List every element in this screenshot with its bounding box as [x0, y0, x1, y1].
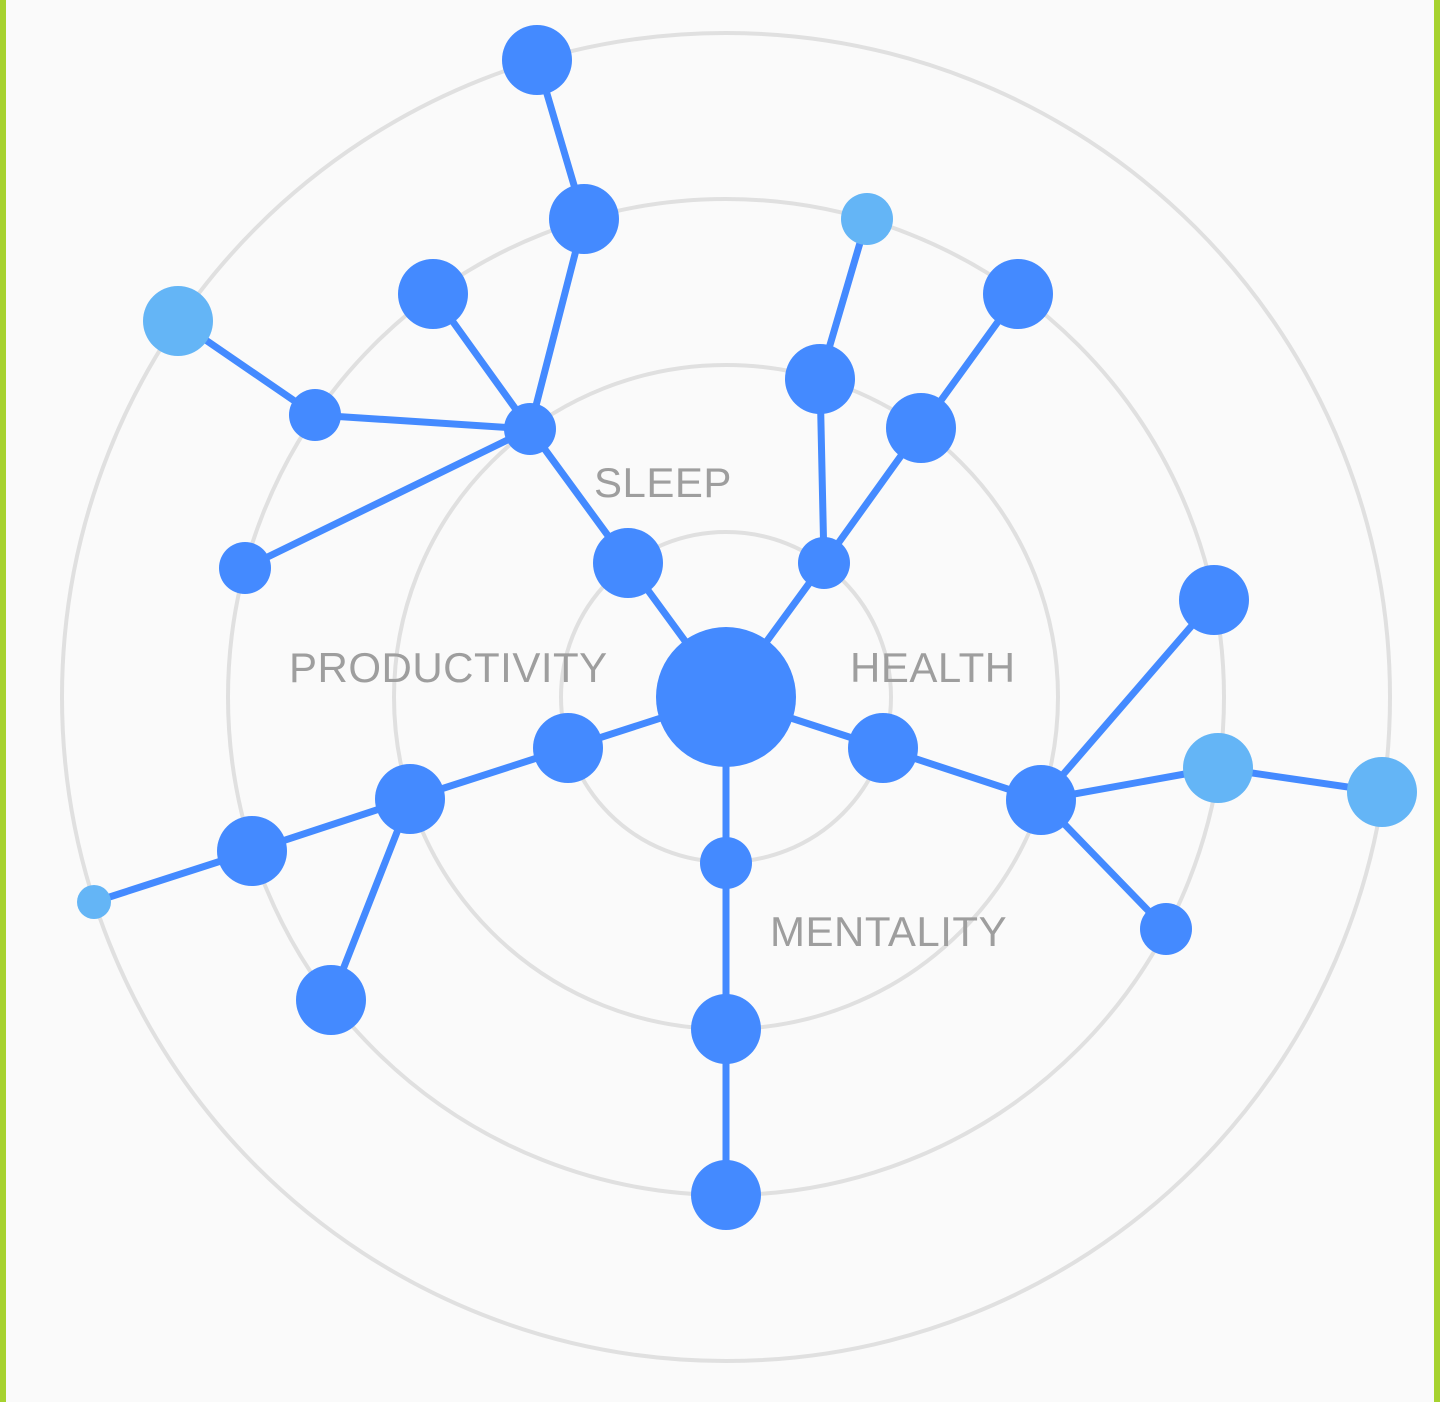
node-s5[interactable] [398, 259, 468, 329]
node-r3[interactable] [1179, 565, 1249, 635]
node-s6[interactable] [289, 389, 341, 441]
ring-4 [60, 31, 1392, 1363]
category-label-sleep: SLEEP [594, 459, 732, 506]
edge-s2-s6 [311, 411, 534, 433]
root-node[interactable] [656, 627, 796, 767]
node-r6[interactable] [1140, 903, 1192, 955]
node-h5[interactable] [983, 259, 1053, 329]
node-s3[interactable] [549, 184, 619, 254]
node-r4[interactable] [1183, 733, 1253, 803]
category-label-mentality: MENTALITY [770, 908, 1007, 955]
edge-s2-s3 [526, 215, 588, 433]
node-l1[interactable] [533, 713, 603, 783]
radial-tree-diagram: SLEEP HEALTH PRODUCTIVITY MENTALITY [60, 25, 1417, 1363]
category-labels: SLEEP HEALTH PRODUCTIVITY MENTALITY [289, 459, 1016, 955]
node-m2[interactable] [691, 994, 761, 1064]
edge-l2-l5 [327, 795, 414, 1004]
node-h3[interactable] [841, 193, 893, 245]
node-h4[interactable] [886, 393, 956, 463]
node-m1[interactable] [700, 837, 752, 889]
node-s2[interactable] [504, 403, 556, 455]
node-m3[interactable] [691, 1160, 761, 1230]
category-label-health: HEALTH [850, 644, 1016, 691]
node-l2[interactable] [375, 764, 445, 834]
edge-r2-r3 [1037, 596, 1218, 804]
node-r2[interactable] [1006, 765, 1076, 835]
node-r1[interactable] [848, 713, 918, 783]
node-h1[interactable] [798, 537, 850, 589]
node-s7[interactable] [143, 286, 213, 356]
category-label-productivity: PRODUCTIVITY [289, 644, 608, 691]
node-r5[interactable] [1347, 757, 1417, 827]
node-l4[interactable] [77, 885, 111, 919]
node-s1[interactable] [593, 528, 663, 598]
nodes [77, 25, 1417, 1230]
node-l3[interactable] [217, 816, 287, 886]
node-l5[interactable] [296, 965, 366, 1035]
node-h2[interactable] [785, 344, 855, 414]
edge-s2-s8 [241, 425, 534, 572]
node-s4[interactable] [502, 25, 572, 95]
node-s8[interactable] [219, 542, 271, 594]
